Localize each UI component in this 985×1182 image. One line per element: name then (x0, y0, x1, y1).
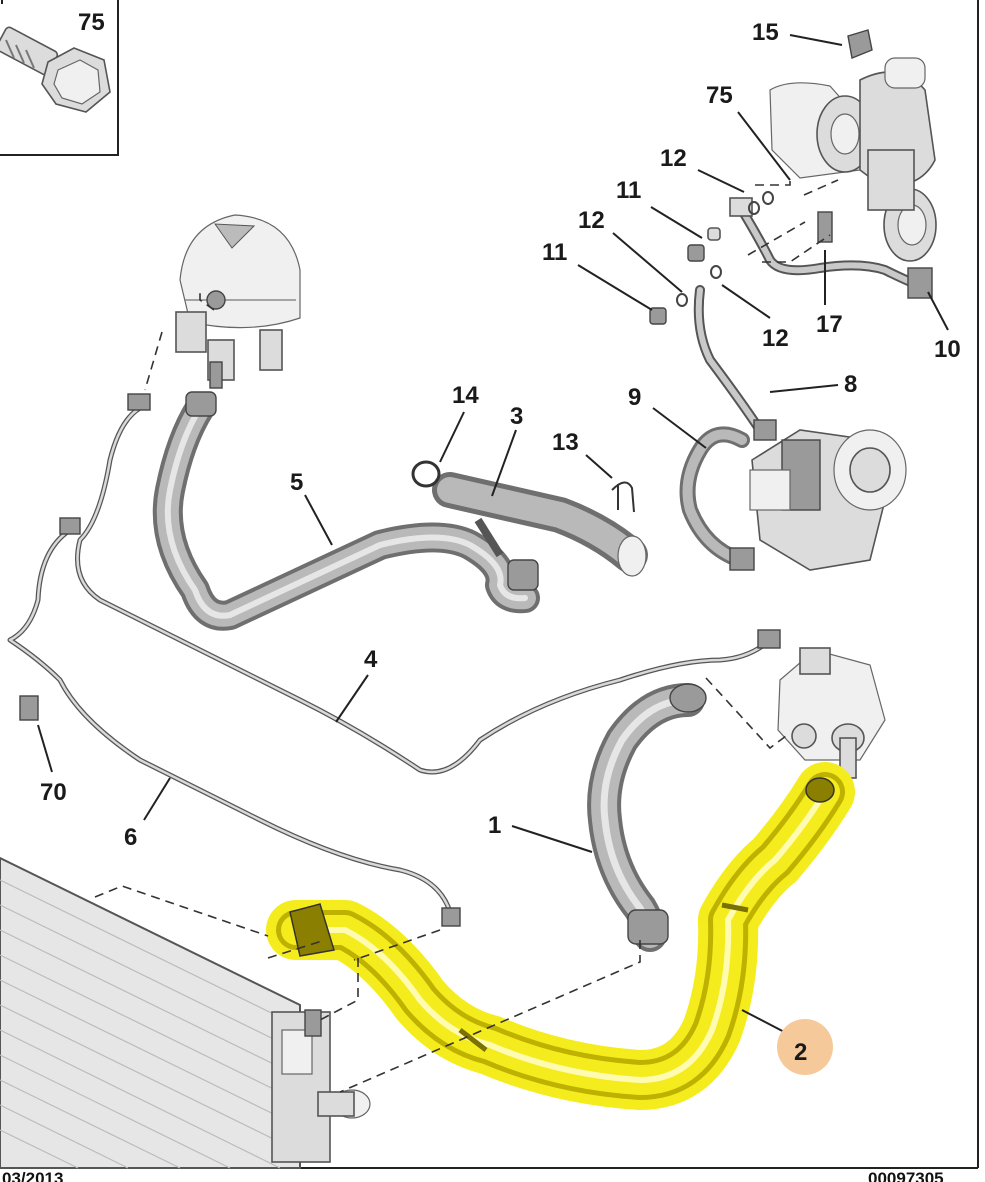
callout-2: 2 (794, 1039, 807, 1066)
callout-12-low: 12 (762, 325, 789, 352)
bolt-icon (0, 26, 111, 113)
coolant-pipe-9 (679, 426, 755, 571)
coolant-hose-5 (152, 391, 540, 631)
callout-12-top: 12 (660, 145, 687, 172)
coolant-hose-1 (587, 683, 707, 952)
radiator (0, 856, 371, 1169)
wiring-harness-6 (7, 517, 461, 927)
callout-17: 17 (816, 311, 843, 338)
callout-15: 15 (752, 19, 779, 46)
connection-dash-lines (94, 175, 839, 1093)
callout-13: 13 (552, 429, 579, 456)
leader-lines (37, 34, 949, 1037)
o-ring-14-icon (411, 460, 441, 488)
callout-14: 14 (452, 382, 479, 409)
callout-75: 75 (706, 82, 733, 109)
thermostat-housing (777, 647, 886, 779)
callout-12-mid: 12 (578, 207, 605, 234)
coolant-pipe-3 (432, 472, 648, 577)
callout-labels: 15 75 12 11 12 11 12 17 10 14 3 13 9 8 5… (40, 19, 961, 1075)
callout-10: 10 (934, 336, 961, 363)
callout-9: 9 (628, 384, 641, 411)
callout-6: 6 (124, 824, 137, 851)
callout-2-badge (777, 1019, 833, 1075)
clip-70-icon (19, 695, 39, 721)
expansion-tank (175, 214, 301, 389)
callout-1: 1 (488, 812, 501, 839)
inset-bolt-75: 75 (0, 0, 119, 156)
callout-11-top: 11 (616, 177, 641, 204)
bolt-icon (649, 227, 721, 325)
wiring-harness-4 (75, 393, 781, 775)
footer-date: 03/2013 (2, 1169, 63, 1182)
coolant-hose-2-highlighted (266, 762, 855, 1110)
callout-11-low: 11 (542, 239, 567, 266)
washer-icon (676, 191, 774, 307)
turbo-coolant-pipes (649, 191, 933, 441)
oil-cooler-assembly (749, 429, 907, 571)
callout-75-inset: 75 (78, 9, 105, 36)
callout-3: 3 (510, 403, 523, 430)
turbocharger (769, 29, 937, 262)
clip-13-icon (611, 481, 635, 513)
callout-8: 8 (844, 371, 857, 398)
clip-15-icon (847, 29, 873, 59)
callout-4: 4 (364, 646, 378, 673)
callout-70: 70 (40, 779, 67, 806)
callout-5: 5 (290, 469, 303, 496)
footer-reference: 00097305 (868, 1169, 944, 1182)
